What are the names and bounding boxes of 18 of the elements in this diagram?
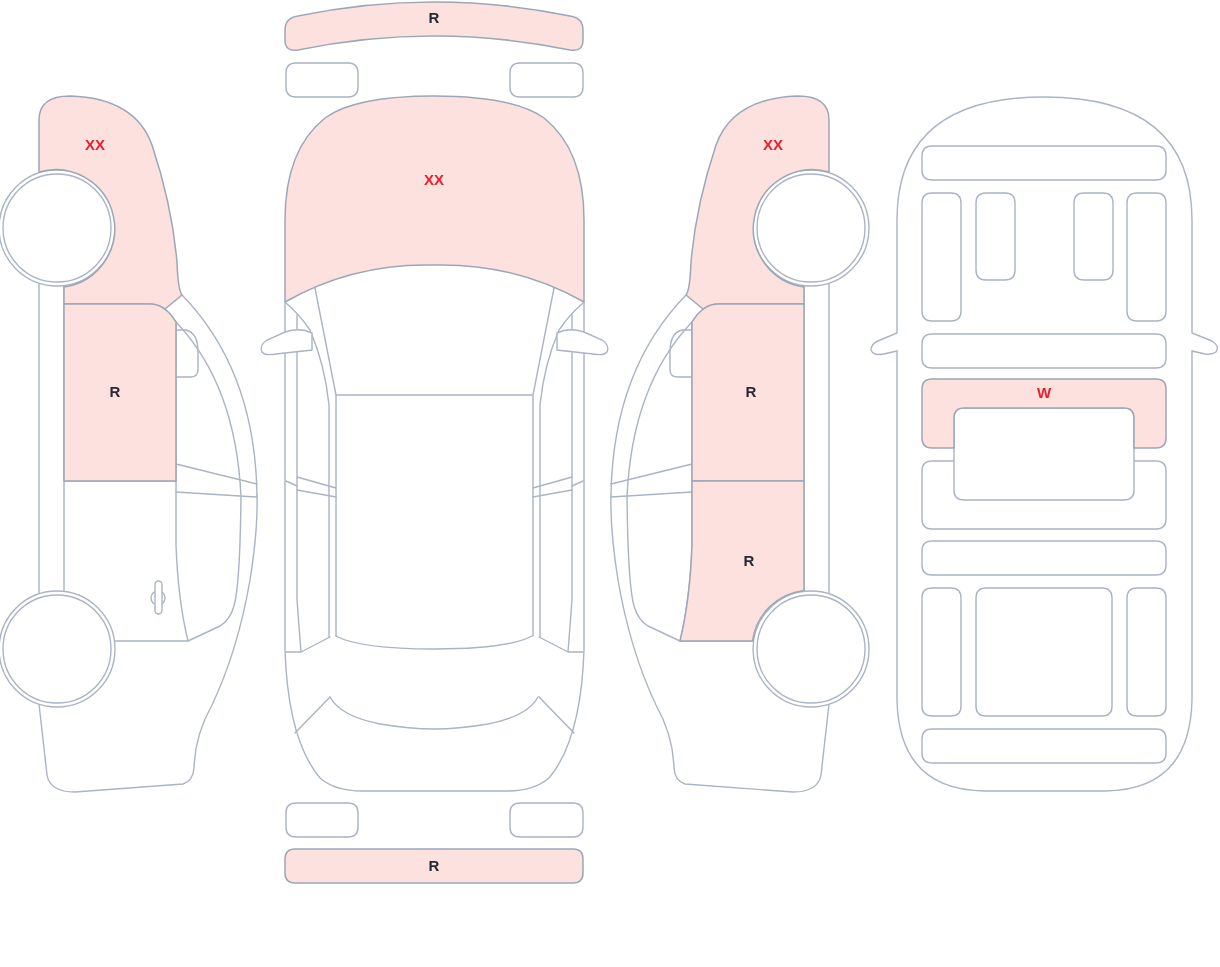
hood-panel (284, 95, 585, 303)
interior-panel (921, 378, 1167, 449)
fender-panel (38, 95, 183, 311)
damage-code: XX (763, 136, 783, 152)
door-panel (679, 480, 805, 642)
damage-code: R (745, 383, 757, 399)
damage-code: R (428, 9, 440, 25)
damage-code: W (1036, 384, 1052, 400)
damage-code: XX (85, 136, 105, 152)
damage-code: R (109, 383, 121, 399)
door-panel (63, 303, 177, 482)
damage-code: XX (424, 171, 444, 187)
door-panel (691, 303, 805, 482)
bumper-panel (284, 1, 585, 54)
fender-panel (685, 95, 830, 311)
bumper-panel (284, 848, 584, 884)
damage-code: R (428, 857, 440, 873)
damage-code: R (743, 552, 755, 568)
